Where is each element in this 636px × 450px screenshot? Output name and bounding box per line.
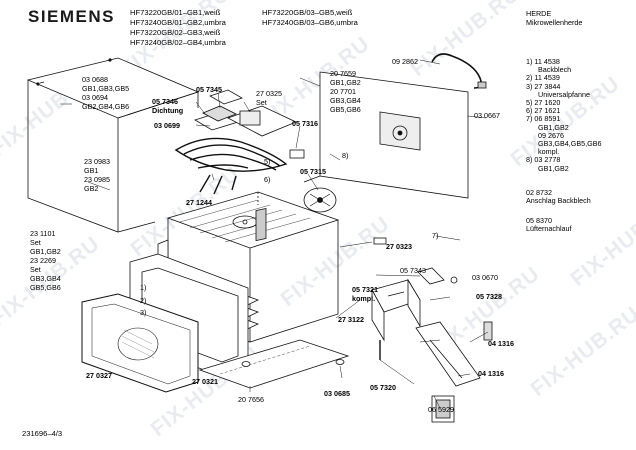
legend-line: Universalpfanne [538, 89, 590, 99]
legend-line: 05 8370 [526, 216, 552, 226]
part-label: 23 0983 [84, 157, 110, 166]
part-label: 04 1316 [478, 369, 504, 378]
part-label: 27 3122 [338, 315, 364, 324]
brand-logo: SIEMENS [28, 7, 116, 26]
part-label: 03 0694 [82, 93, 108, 102]
part-label: GB1,GB3,GB5 [82, 84, 130, 93]
part-label: 03 0685 [324, 389, 350, 398]
part-label: GB1,GB2 [330, 78, 361, 87]
leader-lines [60, 59, 489, 409]
legend-line: GB1,GB2 [538, 122, 569, 132]
part-label: 05 7345 [196, 85, 222, 94]
part-label: 05 7321 [352, 285, 378, 294]
reference-number: 1) [140, 283, 147, 292]
legend-line: GB1,GB2 [538, 163, 569, 173]
legend-line: 3) 27 3844 [526, 81, 561, 91]
part-label: 05 7315 [300, 167, 326, 176]
category-line: HERDE [526, 9, 552, 18]
part-label: 20 7701 [330, 87, 356, 96]
part-label: GB2,GB4,GB6 [82, 102, 130, 111]
part-label: 05 7343 [400, 266, 426, 275]
reference-number: 3) [140, 308, 147, 317]
part-label: 27 0327 [86, 371, 112, 380]
reference-number: 5) [264, 157, 271, 166]
part-label: 23 2269 [30, 256, 56, 265]
fan-wheel [303, 187, 337, 213]
legend-line: GB3,GB4,GB5,GB6 [538, 139, 602, 149]
part-label: Set [30, 265, 41, 274]
legend-line: 09 2676 [538, 130, 564, 140]
reference-number: 8) [342, 151, 349, 160]
legend-line: 8) 03 2778 [526, 155, 561, 165]
part-label: 05 7346 [152, 97, 178, 106]
legend-line [526, 173, 602, 189]
legend-line: kompl. [538, 147, 560, 157]
part-label: 06 5929 [428, 405, 454, 414]
legend-line: 02 8732 [526, 187, 552, 197]
part-label: Set [256, 98, 267, 107]
part-label: 03 0688 [82, 75, 108, 84]
part-label: 04 1316 [488, 339, 514, 348]
part-label: 03 0699 [154, 121, 180, 130]
door-glass [81, 293, 199, 393]
model-line: HF73220GB/01–GB1,weiß [130, 8, 221, 17]
control-module [371, 278, 421, 342]
parts-legend: 1) 11 4538 Backblech 2) 11 4539 3) 27 38… [526, 57, 602, 234]
part-label: kompl. [352, 294, 376, 303]
part-label: 20 7656 [238, 395, 264, 404]
part-label: Set [30, 238, 41, 247]
part-label: 03 0667 [474, 111, 500, 120]
model-line: HF73220GB/03–GB5,weiß [262, 8, 353, 17]
legend-line: 1) 11 4538 [526, 57, 560, 66]
reference-number: 2) [140, 296, 147, 305]
reference-number: 6) [264, 175, 271, 184]
part-label: 27 0325 [256, 89, 282, 98]
legend-line: Lüfternachlauf [526, 224, 572, 234]
reference-number: 7) [432, 231, 439, 240]
back-panel [303, 71, 469, 199]
category-line: Mikrowellenherde [526, 18, 583, 27]
legend-line: Anschlag Backblech [526, 196, 591, 206]
part-label: GB5,GB6 [30, 283, 61, 292]
power-cable [431, 53, 487, 89]
model-line: HF73240GB/01–GB2,umbra [130, 18, 226, 27]
part-label: 05 7316 [292, 119, 318, 128]
part-label: GB2 [84, 184, 99, 193]
legend-line: 2) 11 4539 [526, 73, 560, 83]
part-label: 05 7320 [370, 383, 396, 392]
base-plate [198, 339, 350, 389]
part-label: 09 2862 [392, 57, 418, 66]
small-parts [241, 149, 458, 367]
door-hinge-bracket [415, 321, 493, 387]
part-label: Dichtung [152, 106, 184, 115]
legend-line: Backblech [538, 65, 572, 75]
part-label: 20 7659 [330, 69, 356, 78]
part-label: 27 0323 [386, 242, 412, 251]
grill-heater [174, 137, 288, 195]
part-label: 27 0321 [192, 377, 218, 386]
part-label: GB5,GB6 [330, 105, 361, 114]
part-label: 23 0985 [84, 175, 110, 184]
model-line: HF73240GB/03–GB6,umbra [262, 18, 358, 27]
legend-line: 7) 06 8591 [526, 114, 561, 124]
part-label: 23 1101 [30, 229, 56, 238]
part-label: GB1,GB2 [30, 247, 61, 256]
model-line: HF73220GB/02–GB3,weiß [130, 28, 221, 37]
model-line: HF73240GB/02–GB4,umbra [130, 38, 226, 47]
part-label: 27 1244 [186, 198, 212, 207]
legend-line: 6) 27 1621 [526, 106, 561, 116]
part-label: GB3,GB4 [30, 274, 61, 283]
drawing-number: 231696–4/3 [22, 429, 63, 438]
cabinet-housing [26, 57, 200, 233]
part-label: GB3,GB4 [330, 96, 361, 105]
part-label: GB1 [84, 166, 99, 175]
part-label: 03 0670 [472, 273, 498, 282]
part-label: 05 7328 [476, 292, 502, 301]
legend-line: 5) 27 1620 [526, 98, 561, 108]
